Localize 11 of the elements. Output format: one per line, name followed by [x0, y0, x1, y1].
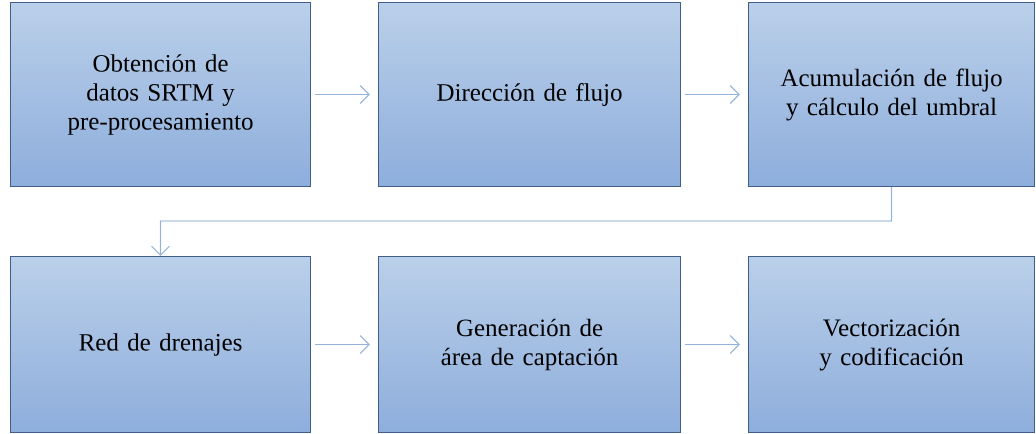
process-box: Acumulación de flujo y cálculo del umbral	[748, 2, 1035, 187]
process-box: Obtención de datos SRTM y pre-procesamiento	[10, 2, 311, 187]
process-box: Generación de área de captación	[378, 256, 681, 433]
arrow	[314, 84, 370, 105]
arrow	[150, 186, 893, 256]
process-box: Dirección de flujo	[378, 2, 681, 187]
process-box: Vectorización y codificación	[748, 256, 1035, 433]
arrow	[684, 84, 740, 105]
arrow	[314, 334, 370, 355]
arrow	[684, 334, 740, 355]
process-box: Red de drenajes	[10, 256, 311, 433]
